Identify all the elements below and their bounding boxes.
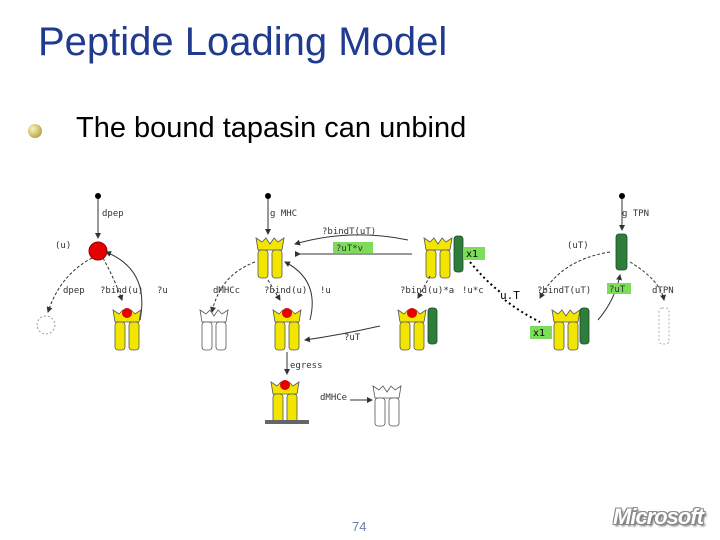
label-x1-bot: x1 (533, 328, 545, 339)
source-node-dpep (95, 193, 101, 199)
highlight-ut-right (607, 283, 631, 294)
label-dmhc-2: dMHCe (320, 393, 347, 403)
label-ut-green2: ?uT (609, 285, 626, 295)
label-x1-top: x1 (466, 249, 478, 260)
label-u-left: (u) (55, 241, 71, 251)
label-bindt-top: ?bindT(uT) (322, 227, 376, 237)
label-bindt-2: ?bindT(uT) (537, 286, 591, 296)
bullet-text: The bound tapasin can unbind (76, 112, 467, 144)
tapasin-1 (453, 235, 464, 273)
label-ut-small: ?uT (344, 333, 361, 343)
source-node-mhc (265, 193, 271, 199)
column-dpep: dpep (u) dpep ?bind(u) ?u (36, 193, 168, 351)
column-mhc: g MHC ?bindT(uT) ?uT*v dMHCc ?bind(u) !u… (199, 193, 484, 427)
microsoft-logo: Microsoft (613, 504, 704, 529)
tapasin-3 (579, 307, 590, 345)
membrane (265, 420, 309, 424)
source-node-tpn (619, 193, 625, 199)
tapasin-2 (427, 307, 438, 345)
peptide-loading-diagram: dpep (u) dpep ?bind(u) ?u g MHC ?bind (36, 193, 674, 427)
peptide-node (88, 241, 108, 261)
label-egress: egress (290, 361, 323, 371)
label-ut-green: ?uT*v (336, 244, 363, 254)
slide-title: Peptide Loading Model (38, 20, 448, 64)
bound-peptide-4 (280, 380, 290, 390)
label-bind-u-3: ?bind(u)*a (400, 286, 454, 296)
column-tapasin: g TPN (uT) ?bindT(uT) ?uT dTPN (537, 193, 674, 351)
highlight-x1-top (463, 247, 485, 260)
label-dpep-top: dpep (102, 209, 124, 219)
label-u-1: ?u (157, 286, 168, 296)
bullet-icon (28, 124, 42, 138)
label-u-2: !u (320, 286, 331, 296)
label-ut-mid: u.T (500, 289, 520, 302)
bound-peptide-2 (282, 308, 292, 318)
tapasin-free (615, 233, 628, 271)
label-dpep: dpep (63, 286, 85, 296)
label-dtpn: dTPN (652, 286, 674, 296)
page-number: 74 (352, 519, 367, 534)
label-bind-u-2: ?bind(u) (264, 286, 307, 296)
degraded-peptide-node (36, 315, 56, 335)
label-gmhc: g MHC (270, 209, 297, 219)
label-ut-right: (uT) (567, 241, 589, 251)
bound-peptide-1 (122, 308, 132, 318)
highlight-x1-bot (530, 326, 552, 339)
highlight-ut (333, 242, 373, 253)
label-gtpn: g TPN (622, 209, 649, 219)
tapasin-degraded (658, 307, 670, 345)
label-bind-u-1: ?bind(u) (100, 286, 143, 296)
bound-peptide-3 (407, 308, 417, 318)
label-u-3: !u*c (462, 286, 484, 296)
label-dmhc-1: dMHCc (213, 286, 240, 296)
tapasin-exchange: x1 u.T x1 (463, 247, 552, 339)
